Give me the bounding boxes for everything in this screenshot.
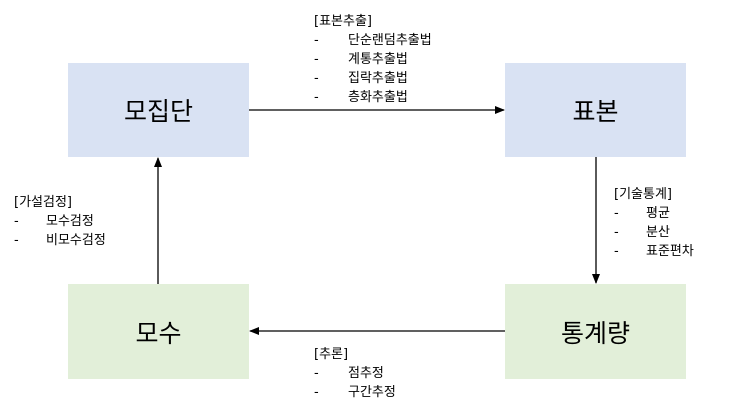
parameter-box: 모수 <box>68 284 249 379</box>
list-item: -모수검정 <box>14 214 94 229</box>
list-item: -평균 <box>614 206 670 221</box>
list-item: -비모수검정 <box>14 233 106 248</box>
sampling-method: 층화추출법 <box>348 90 408 105</box>
statistic-label: 통계량 <box>560 318 630 348</box>
parameter-label: 모수 <box>135 318 182 348</box>
list-item: -분산 <box>614 225 670 240</box>
hypothesis-note-title: [가설검정] <box>14 195 72 210</box>
sampling-method: 집락추출법 <box>348 71 408 86</box>
inference-method: 구간추정 <box>348 385 396 400</box>
population-box: 모집단 <box>68 63 249 157</box>
descriptive-note-title: [기술통계] <box>614 187 672 202</box>
sampling-note-title: [표본추출] <box>314 14 372 29</box>
list-item: -층화추출법 <box>314 90 408 105</box>
descriptive-measure: 표준편차 <box>646 244 694 259</box>
list-item: -단순랜덤추출법 <box>314 33 432 48</box>
sample-label: 표본 <box>572 97 619 126</box>
sampling-method: 단순랜덤추출법 <box>348 33 432 48</box>
hypothesis-test: 모수검정 <box>46 214 94 229</box>
statistic-box: 통계량 <box>505 284 686 379</box>
inference-note: [추론] -점추정 -구간추정 <box>314 345 396 402</box>
list-item: -구간추정 <box>314 385 396 400</box>
sampling-note: [표본추출] -단순랜덤추출법 -계통추출법 -집락추출법 -층화추출법 <box>314 12 432 107</box>
list-item: -계통추출법 <box>314 52 408 67</box>
hypothesis-note: [가설검정] -모수검정 -비모수검정 <box>14 193 106 250</box>
hypothesis-test: 비모수검정 <box>46 233 106 248</box>
inference-method: 점추정 <box>348 366 384 381</box>
descriptive-measure: 분산 <box>646 225 670 240</box>
population-label: 모집단 <box>123 97 193 126</box>
sample-box: 표본 <box>505 63 686 157</box>
descriptive-note: [기술통계] -평균 -분산 -표준편차 <box>614 185 694 261</box>
list-item: -집락추출법 <box>314 71 408 86</box>
inference-note-title: [추론] <box>314 347 349 362</box>
descriptive-measure: 평균 <box>646 206 670 221</box>
sampling-method: 계통추출법 <box>348 52 408 67</box>
list-item: -표준편차 <box>614 244 694 259</box>
list-item: -점추정 <box>314 366 384 381</box>
